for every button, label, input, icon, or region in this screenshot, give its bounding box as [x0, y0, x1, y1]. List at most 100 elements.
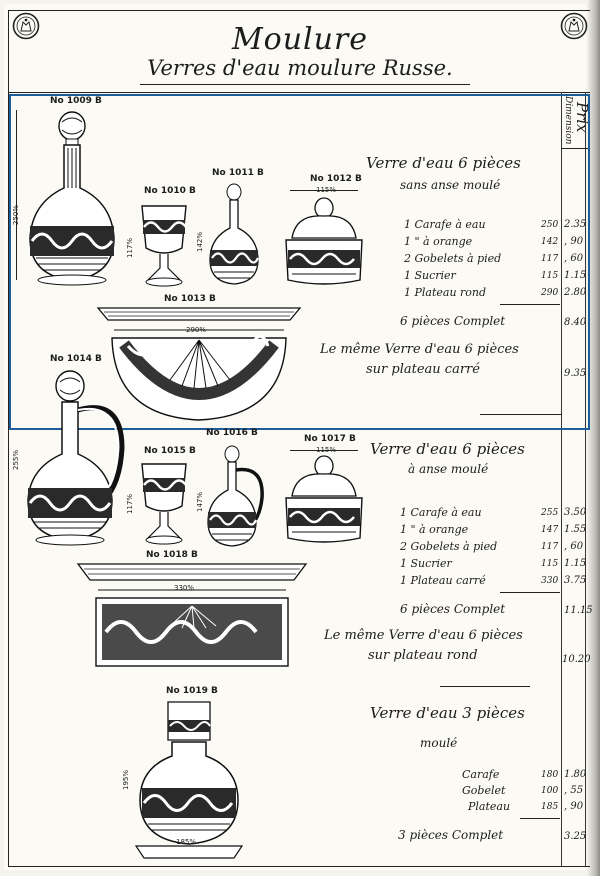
item-label: Gobelet — [462, 784, 506, 797]
item-dimension: 250 — [541, 220, 559, 230]
item-price: 1.15 — [564, 558, 587, 569]
dimension-marker: 117% — [126, 493, 134, 514]
sucrier-1017-illustration — [285, 455, 363, 543]
section-divider — [440, 686, 530, 687]
alternative-offer: Le même Verre d'eau 6 pièces — [324, 628, 523, 643]
figure-label: No 1011 B — [212, 168, 264, 178]
complete-price: 3.25 — [564, 831, 587, 842]
item-price: 2.35 — [564, 219, 587, 230]
item-label: 1 Carafe à eau — [400, 506, 482, 519]
figure-label: No 1013 B — [164, 294, 216, 304]
column-head-rule — [561, 148, 590, 149]
figure-label: No 1017 B — [304, 434, 356, 444]
item-label: 2 Gobelets à pied — [400, 540, 498, 553]
baccarat-seal-icon — [12, 12, 40, 40]
complete-price: 11.15 — [564, 605, 593, 616]
item-price: , 90 — [564, 236, 584, 247]
carafe-1009-illustration — [29, 111, 115, 286]
alternative-offer: sur plateau rond — [368, 648, 478, 663]
section-subtitle: moulé — [420, 736, 458, 750]
item-price: 1.55 — [564, 524, 587, 535]
item-label: 1 Sucrier — [400, 557, 452, 570]
page-frame-bottom — [8, 866, 590, 867]
figure-label: No 1015 B — [144, 446, 196, 456]
item-label: 1 " à orange — [404, 235, 473, 248]
item-label: 2 Gobelets à pied — [404, 252, 502, 265]
item-price: , 60 — [564, 253, 584, 264]
price-column-header: Prix — [573, 102, 591, 133]
complete-label: 6 pièces Complet — [400, 602, 506, 616]
item-dimension: 255 — [541, 508, 559, 518]
section-title: Verre d'eau 6 pièces — [366, 154, 521, 172]
item-dimension: 142 — [541, 237, 559, 247]
section-subtitle: sans anse moulé — [400, 178, 501, 192]
item-price: 3.50 — [564, 507, 587, 518]
dimension-marker: 147% — [196, 491, 204, 512]
dimension-marker: 142% — [196, 231, 204, 252]
item-label: Carafe — [462, 768, 500, 781]
item-dimension: 185 — [541, 802, 559, 812]
dimension-column-rule — [561, 92, 562, 866]
item-price: 2.80 — [564, 287, 587, 298]
dimension-line — [290, 450, 358, 451]
dimension-marker: 185% — [176, 838, 197, 846]
page-frame-top — [8, 10, 590, 11]
plateau-rond-1013-illustration — [96, 307, 302, 421]
item-dimension: 100 — [541, 786, 559, 796]
figure-label: No 1010 B — [144, 186, 196, 196]
item-dimension: 290 — [541, 288, 559, 298]
catalog-page — [4, 4, 594, 870]
figure-label: No 1009 B — [50, 96, 102, 106]
goblet-1015-illustration — [141, 463, 187, 545]
section-title: Verre d'eau 6 pièces — [370, 440, 525, 458]
item-label: Plateau — [468, 800, 511, 813]
section-divider — [480, 414, 562, 415]
dimension-marker: 330% — [174, 584, 195, 592]
page-title: Moulure — [231, 22, 369, 57]
alternative-price: 10.20 — [562, 654, 591, 665]
item-dimension: 117 — [541, 542, 559, 552]
item-price: 1.80 — [564, 769, 587, 780]
baccarat-seal-icon — [560, 12, 588, 40]
dimension-line — [16, 110, 17, 280]
item-price: , 55 — [564, 785, 584, 796]
complete-price: 8.40 — [564, 317, 587, 328]
carafe-orange-anse-1016-illustration — [207, 445, 264, 547]
item-dimension: 115 — [541, 271, 559, 281]
complete-label: 3 pièces Complet — [398, 828, 504, 842]
figure-label: No 1012 B — [310, 174, 362, 184]
section-subtitle: à anse moulé — [408, 462, 489, 476]
page-subtitle: Verres d'eau moulure Russe. — [147, 56, 453, 80]
item-dimension: 117 — [541, 254, 559, 264]
carafe-orange-1011-illustration — [209, 183, 260, 285]
dimension-line — [290, 190, 358, 191]
sum-rule — [520, 818, 560, 819]
figure-label: No 1018 B — [146, 550, 198, 560]
dimension-column-header: Dimension — [563, 96, 573, 145]
header-rule — [8, 92, 590, 93]
section-title: Verre d'eau 3 pièces — [370, 704, 525, 722]
alternative-price: 9.35 — [564, 368, 587, 379]
item-price: 3.75 — [564, 575, 587, 586]
dimension-marker: 290% — [186, 326, 207, 334]
item-price: , 60 — [564, 541, 584, 552]
carafe-anse-1014-illustration — [27, 370, 125, 546]
dimension-marker: 255% — [12, 449, 20, 470]
item-label: 1 Carafe à eau — [404, 218, 486, 231]
figure-label: No 1014 B — [50, 354, 102, 364]
dimension-marker: 195% — [122, 769, 130, 790]
item-dimension: 330 — [541, 576, 559, 586]
sucrier-1012-illustration — [285, 197, 363, 285]
item-label: 1 Sucrier — [404, 269, 456, 282]
sum-rule — [500, 592, 560, 593]
subtitle-underline — [140, 84, 470, 85]
plateau-carre-1018-illustration — [76, 563, 308, 667]
item-label: 1 Plateau rond — [404, 286, 487, 299]
dimension-marker: 117% — [126, 237, 134, 258]
carafe-1019-illustration — [134, 701, 244, 859]
page-frame-left — [8, 10, 9, 866]
goblet-1010-illustration — [141, 205, 187, 287]
alternative-offer: sur plateau carré — [366, 362, 480, 377]
item-price: 1.15 — [564, 270, 587, 281]
figure-label: No 1019 B — [166, 686, 218, 696]
